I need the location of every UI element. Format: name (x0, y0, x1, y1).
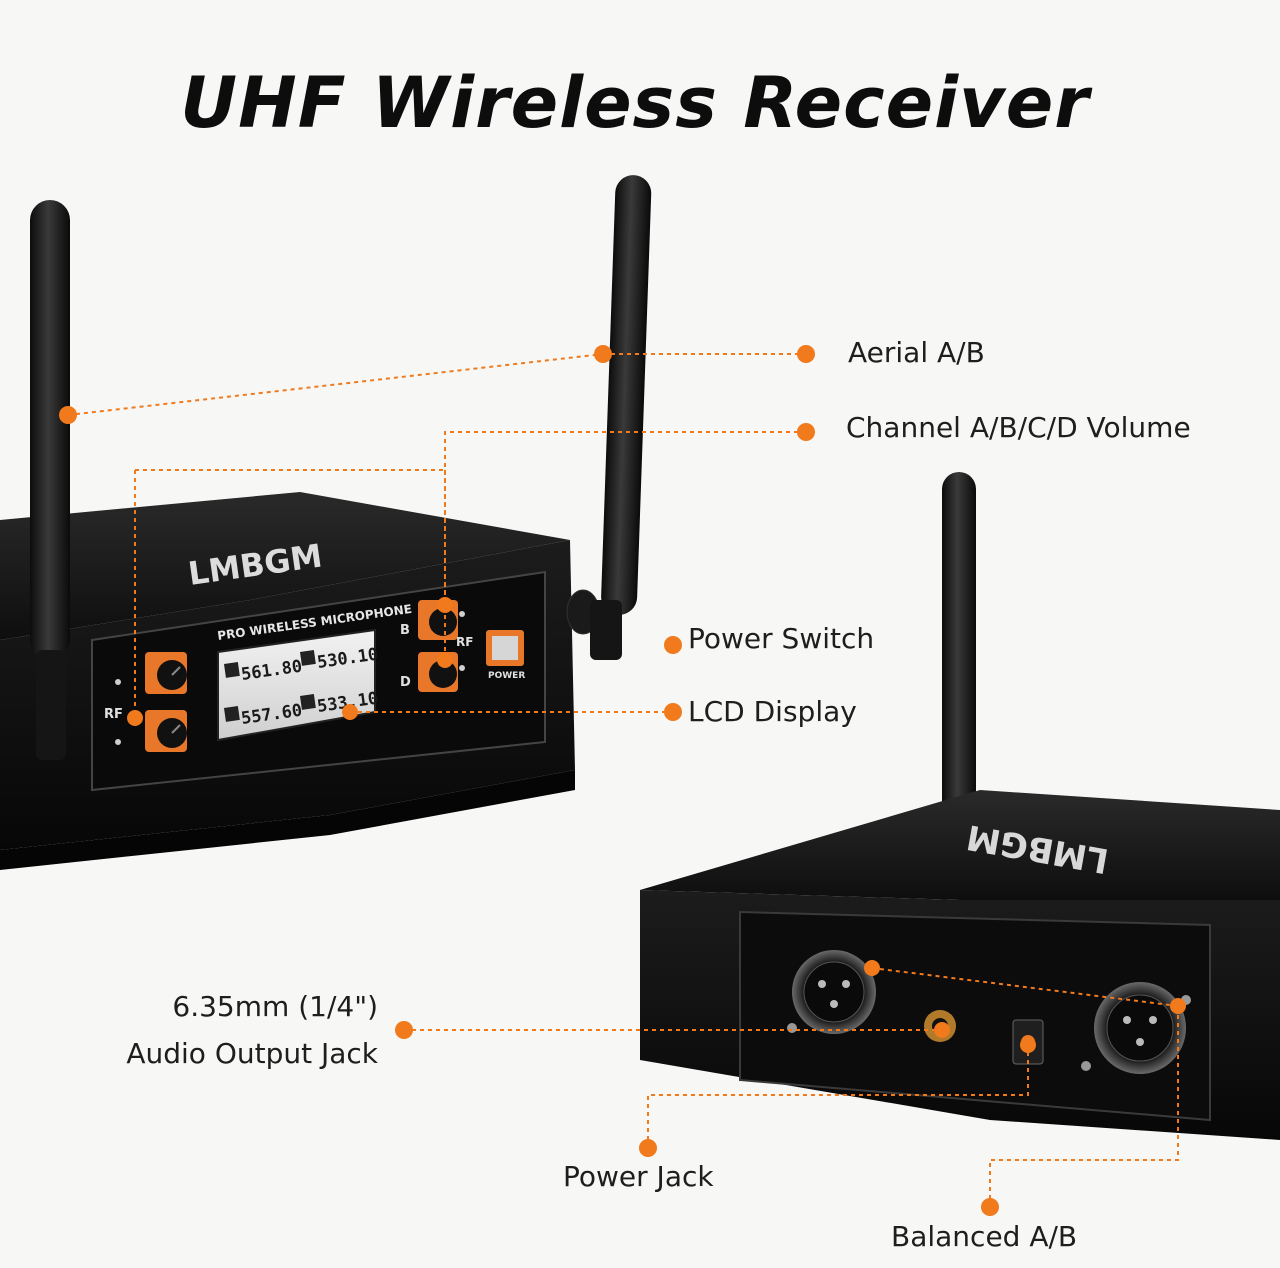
label-power-jack: Power Jack (563, 1160, 714, 1193)
front-receiver-top (0, 492, 570, 640)
channel-volume-dot-b (437, 597, 453, 613)
volume-knob-a[interactable] (145, 652, 187, 694)
audio-output-dot (934, 1022, 950, 1038)
channel-volume-label-dot (797, 423, 815, 441)
xlr-output-b[interactable] (1094, 982, 1186, 1074)
callout-lines (67, 353, 1179, 1207)
antenna-left (30, 200, 70, 760)
lcd-label-dot (664, 703, 682, 721)
aerial-label-dot (797, 345, 815, 363)
rear-receiver: LMBGM (640, 472, 1280, 1140)
power-button-label: POWER (488, 671, 525, 681)
lcd-screen: 561.80 530.10 557.60 533.10 (217, 628, 380, 742)
rf-label-left: RF (104, 707, 123, 722)
label-audio-output-jack: Audio Output Jack (126, 1037, 378, 1070)
balanced-dot-a (864, 960, 880, 976)
xlr-output-a[interactable] (792, 950, 876, 1034)
label-channel-volume: Channel A/B/C/D Volume (846, 411, 1191, 444)
label-power-switch: Power Switch (688, 622, 875, 655)
label-lcd-display: LCD Display (688, 695, 857, 728)
antenna-rear (942, 472, 976, 832)
volume-knob-c[interactable] (145, 710, 187, 752)
label-aerial: Aerial A/B (848, 336, 985, 369)
aerial-dot-right (594, 345, 612, 363)
label-audio-output-size: 6.35mm (1/4") (172, 990, 378, 1023)
channel-label-d: D (400, 675, 411, 690)
power-switch-label-dot (664, 636, 682, 654)
front-receiver: LMBGM PRO WIRELESS MICROPHONE RF (0, 175, 652, 870)
rf-label-right: RF (456, 635, 473, 649)
aerial-dot-left (59, 406, 77, 424)
channel-label-b: B (400, 623, 410, 638)
callout-dots (59, 345, 1186, 1216)
channel-volume-dot-d (437, 652, 453, 668)
power-jack-dot (1020, 1037, 1036, 1053)
power-switch[interactable]: POWER (486, 630, 525, 681)
lcd-dot (342, 704, 358, 720)
channel-volume-dot-c (127, 710, 143, 726)
power-jack-label-dot (639, 1139, 657, 1157)
audio-output-label-dot (395, 1021, 413, 1039)
antenna-right (590, 175, 652, 660)
balanced-dot-b (1170, 998, 1186, 1014)
balanced-label-dot (981, 1198, 999, 1216)
rear-receiver-top (640, 790, 1280, 900)
page-title: UHF Wireless Receiver (180, 62, 1090, 144)
label-balanced: Balanced A/B (891, 1220, 1078, 1253)
